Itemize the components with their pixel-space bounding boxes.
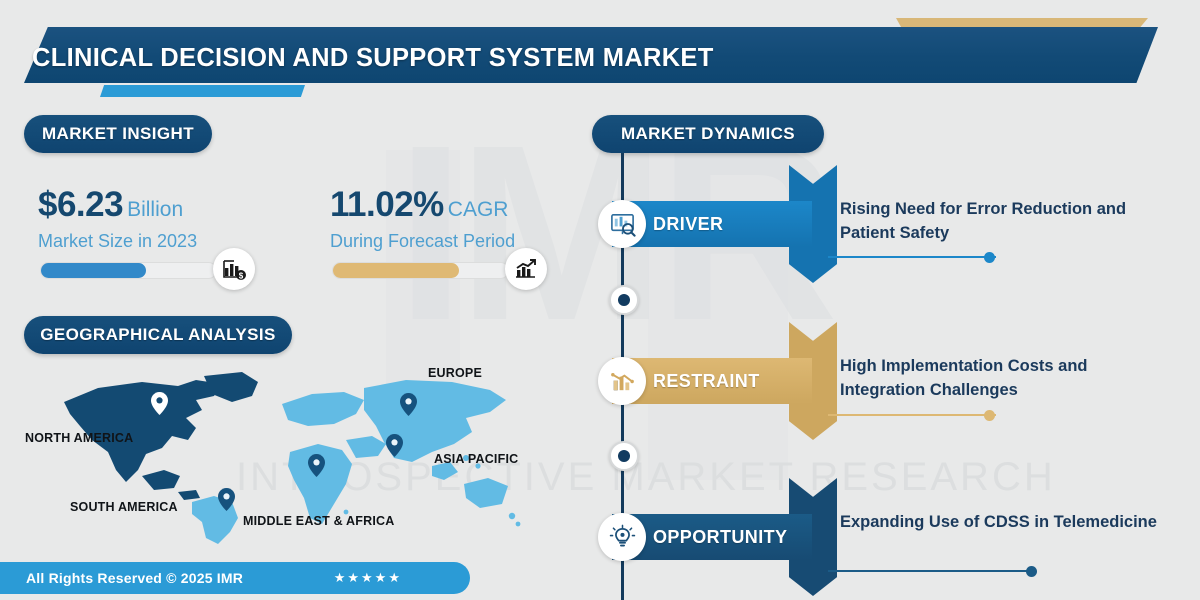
kpi-cagr: 11.02%CAGR During Forecast Period [330,185,515,252]
section-pill-geographical-analysis: GEOGRAPHICAL ANALYSIS [24,316,292,354]
world-map [46,366,546,546]
restraint-rule [828,414,996,416]
kpi-market-size-value: $6.23 [38,185,124,224]
geographical-analysis-label: GEOGRAPHICAL ANALYSIS [40,325,276,344]
map-region-oceania-islands [343,455,521,527]
driver-description: Rising Need for Error Reduction and Pati… [840,200,1127,242]
page-title: CLINICAL DECISION AND SUPPORT SYSTEM MAR… [32,44,714,72]
progress-fill-cagr [333,263,459,278]
restraint-category-label: RESTRAINT [653,371,760,391]
svg-text:$: $ [239,272,244,281]
progress-track-cagr [332,262,509,279]
footer-bar: All Rights Reserved © 2025 IMR ★★★★★ [0,562,470,594]
map-pin-north-america [151,392,168,420]
market-dynamics-label: MARKET DYNAMICS [620,124,796,143]
rating-stars: ★★★★★ [333,570,402,585]
restraint-rule-knob [984,410,995,421]
kpi-cagr-value: 11.02% [330,185,444,224]
driver-rule [828,256,996,258]
bar-chart-dollar-icon: $ [213,248,255,290]
kpi-cagr-unit: CAGR [447,198,509,221]
section-pill-market-dynamics: MARKET DYNAMICS [592,115,824,153]
kpi-market-size-caption: Market Size in 2023 [38,231,198,251]
market-insight-label: MARKET INSIGHT [42,124,194,143]
kpi-cagr-caption: During Forecast Period [330,231,516,251]
header-bar [24,27,1158,83]
lightbulb-idea-icon [598,513,646,561]
header-gold-accent [896,18,1148,27]
section-pill-market-insight: MARKET INSIGHT [24,115,212,153]
timeline-node-2 [609,441,639,471]
opportunity-description: Expanding Use of CDSS in Telemedicine [840,513,1157,531]
declining-chart-icon [598,357,646,405]
kpi-cagr-headline: 11.02%CAGR [330,185,515,225]
map-region-africa-middle-east [288,436,386,524]
restraint-description: High Implementation Costs and Integratio… [840,357,1088,399]
map-label-north-america: NORTH AMERICA [25,431,134,445]
presentation-analysis-icon [598,200,646,248]
header-underline-accent [100,85,305,97]
progress-track-market-size [40,262,217,279]
map-pin-europe [400,393,417,421]
map-label-asia-pacific: ASIA PACIFIC [434,452,519,466]
opportunity-rule [828,570,1032,572]
watermark-tagline: INTROSPECTIVE MARKET RESEARCH [236,455,1056,499]
map-region-north-america [64,372,258,500]
growth-chart-icon [505,248,547,290]
map-label-europe: EUROPE [428,366,482,380]
timeline-node-1 [609,285,639,315]
opportunity-rule-knob [1026,566,1037,577]
map-label-south-america: SOUTH AMERICA [70,500,178,514]
driver-rule-knob [984,252,995,263]
opportunity-category-label: OPPORTUNITY [653,527,788,547]
map-pin-asia-pacific [386,434,403,462]
map-pin-south-america [218,488,235,516]
copyright-text: All Rights Reserved © 2025 IMR [26,570,244,586]
map-region-europe [282,392,364,426]
map-pin-middle-east-africa [308,454,325,482]
kpi-market-size-unit: Billion [127,198,184,221]
driver-category-label: DRIVER [653,214,724,234]
map-label-middle-east-africa: MIDDLE EAST & AFRICA [243,514,395,528]
progress-fill-market-size [41,263,146,278]
